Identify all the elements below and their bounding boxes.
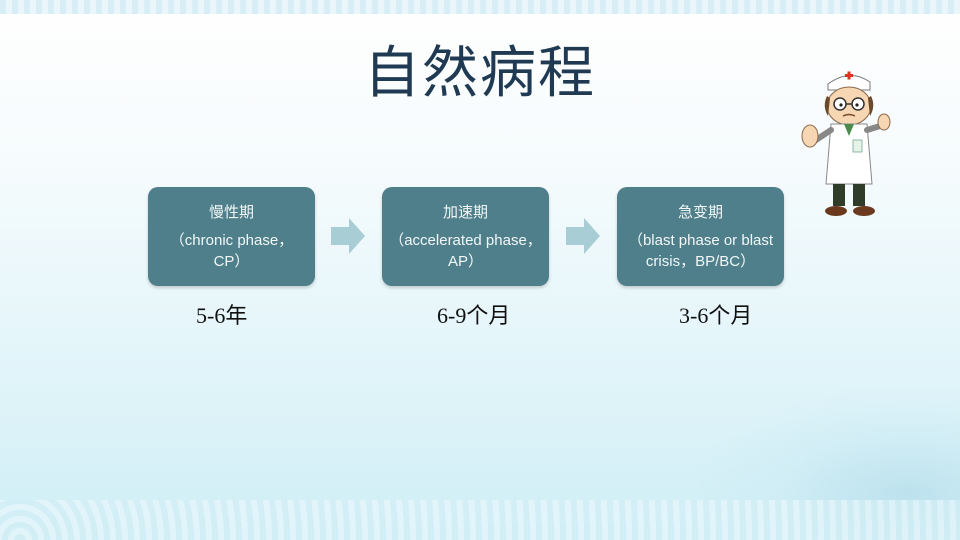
phase-name: 慢性期 [208, 204, 254, 221]
phase-box-chronic: 慢性期 （chronic phase，CP） [148, 187, 315, 286]
phase-name: 急变期 [677, 204, 723, 221]
phase-box-blast: 急变期 （blast phase or blast crisis，BP/BC） [617, 187, 784, 286]
duration-label-chronic: 5-6年 [196, 303, 248, 328]
slide-title: 自然病程 [364, 41, 596, 106]
wave-pattern-bottom [0, 500, 960, 540]
duration-label-accelerated: 6-9个月 [437, 303, 511, 328]
phase-desc: （chronic phase，CP） [169, 232, 294, 270]
arrow-right-icon [331, 218, 365, 254]
phase-name: 加速期 [442, 204, 488, 221]
phase-desc: （accelerated phase，AP） [389, 232, 542, 270]
top-decorative-band [0, 0, 960, 14]
phase-desc: （blast phase or blast crisis，BP/BC） [627, 232, 774, 270]
doctor-cartoon-icon [801, 71, 891, 216]
duration-label-blast: 3-6个月 [679, 303, 753, 328]
arrow-right-icon [566, 218, 600, 254]
phase-box-accelerated: 加速期 （accelerated phase，AP） [382, 187, 549, 286]
